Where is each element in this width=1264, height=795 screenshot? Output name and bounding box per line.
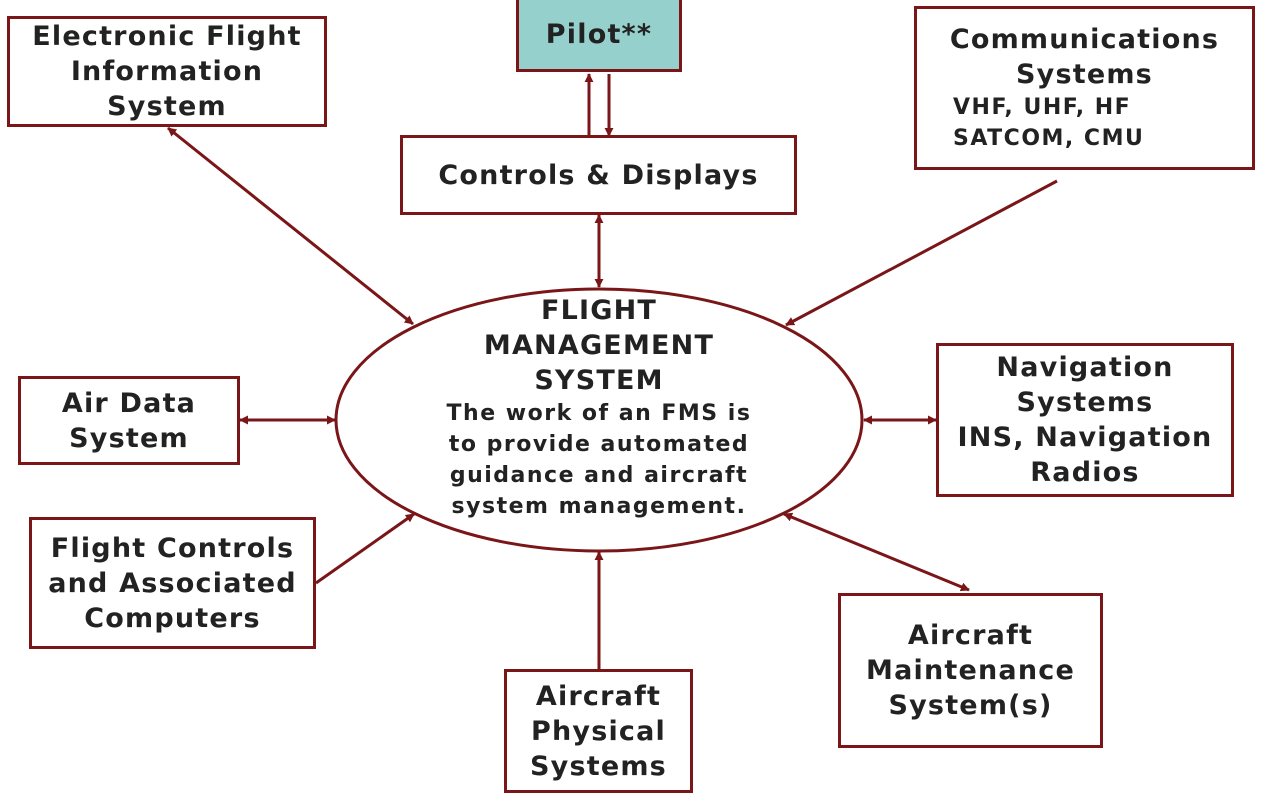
communications-label: Systems <box>1016 59 1153 90</box>
navigation-label: Navigation <box>996 352 1174 383</box>
maintenance-label: Maintenance <box>866 655 1075 686</box>
fms-title-line: SYSTEM <box>534 365 664 396</box>
flight-controls-node: Flight Controls and Associated Computers <box>29 517 316 649</box>
flight-controls-label: Computers <box>84 602 261 634</box>
pilot-label: Pilot** <box>545 18 653 50</box>
communications-sub: VHF, UHF, HF <box>953 95 1132 120</box>
arrow-maint-fms <box>783 512 970 592</box>
communications-node: Communications Systems VHF, UHF, HF SATC… <box>914 6 1255 170</box>
efis-label: System <box>107 91 227 122</box>
pilot-node: Pilot** <box>516 0 682 72</box>
arrow-flightctl-fms <box>315 512 415 585</box>
navigation-label: Radios <box>1030 457 1140 488</box>
air-data-label: System <box>69 422 189 454</box>
maintenance-label: Aircraft <box>907 620 1034 651</box>
arrow-efis-fms <box>167 126 414 326</box>
arrow-comms-fms <box>785 179 1058 327</box>
navigation-label: Systems <box>1016 387 1154 418</box>
air-data-label: Air Data <box>61 387 197 419</box>
navigation-node: Navigation Systems INS, Navigation Radio… <box>936 343 1234 497</box>
fms-title: FLIGHT MANAGEMENT SYSTEM <box>400 293 798 398</box>
physical-systems-label: Systems <box>530 750 667 782</box>
efis-label: Electronic Flight <box>32 21 302 52</box>
physical-systems-label: Aircraft <box>535 680 662 712</box>
maintenance-node: Aircraft Maintenance System(s) <box>838 593 1103 748</box>
fms-title-line: MANAGEMENT <box>483 330 715 361</box>
fms-description-line: The work of an FMS is <box>446 401 752 426</box>
physical-systems-node: Aircraft Physical Systems <box>504 669 693 793</box>
fms-description-line: guidance and aircraft <box>449 463 749 488</box>
physical-systems-label: Physical <box>530 715 666 747</box>
efis-node: Electronic Flight Information System <box>7 16 327 127</box>
controls-displays-label: Controls & Displays <box>438 159 759 191</box>
efis-label: Information <box>70 56 264 87</box>
navigation-label: INS, Navigation <box>957 422 1213 453</box>
flight-controls-label: and Associated <box>48 567 297 599</box>
fms-ellipse <box>334 287 864 553</box>
maintenance-label: System(s) <box>888 690 1053 721</box>
fms-description-line: system management. <box>451 494 747 519</box>
communications-sub: SATCOM, CMU <box>953 126 1145 151</box>
flight-controls-label: Flight Controls <box>50 532 295 564</box>
communications-label: Communications <box>949 24 1220 55</box>
fms-description-line: to provide automated <box>448 432 750 457</box>
controls-displays-node: Controls & Displays <box>400 135 797 215</box>
fms-description: The work of an FMS is to provide automat… <box>400 398 798 522</box>
air-data-node: Air Data System <box>18 376 240 465</box>
fms-title-line: FLIGHT <box>540 295 658 326</box>
